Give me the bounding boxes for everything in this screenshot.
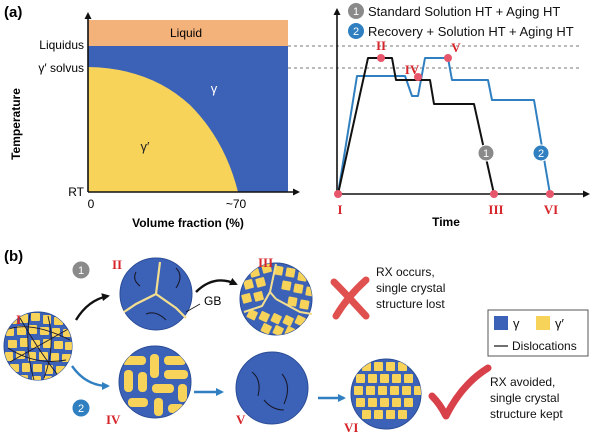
microstructure-V xyxy=(235,351,309,425)
svg-text:2: 2 xyxy=(538,148,544,160)
panel-b-tag: (b) xyxy=(4,248,23,265)
gamma-prime-legend-label: γ′ xyxy=(555,316,565,331)
legend-item-2: 2 Recovery + Solution HT + Aging HT xyxy=(348,23,574,39)
route2-outcome-line2: single crystal xyxy=(490,391,559,405)
microstructure-IV xyxy=(118,345,192,419)
liquidus-tick: Liquidus xyxy=(39,38,84,52)
phase-x-label: Volume fraction (%) xyxy=(132,216,244,230)
point-V xyxy=(444,54,452,62)
legend-text-1: Standard Solution HT + Aging HT xyxy=(368,4,560,19)
phase-diagram: Liquid γ γ′ Liquidus γ′ solvus RT 0 ~70 … xyxy=(9,12,300,230)
cross-icon xyxy=(330,276,370,320)
ht-x-label: Time xyxy=(432,215,460,229)
point-II xyxy=(377,54,385,62)
gamma-prime-swatch xyxy=(536,316,550,330)
route1-outcome-line2: single crystal xyxy=(376,281,445,295)
route1-outcome-line1: RX occurs, xyxy=(376,265,435,279)
svg-text:2: 2 xyxy=(78,403,84,415)
heat-treatment-plot: I II IV V III VI 1 2 Time xyxy=(333,8,590,229)
microstructure-I xyxy=(3,311,73,381)
route1-outcome-line3: structure lost xyxy=(376,297,445,311)
stage-label-II: II xyxy=(112,257,122,272)
gb-label: GB xyxy=(204,294,221,308)
gamma-prime-region xyxy=(88,67,238,192)
dislocations-legend-label: Dislocations xyxy=(512,339,577,353)
route1-arrow-2 xyxy=(195,277,238,293)
legend-badge-2 xyxy=(348,23,364,39)
legend-item-1: 1 Standard Solution HT + Aging HT xyxy=(348,3,560,19)
pt-label-VI: VI xyxy=(544,202,558,217)
route2-arrow-1 xyxy=(71,365,110,390)
route2-outcome-line3: structure kept xyxy=(490,407,563,421)
microstructure-II xyxy=(119,257,193,331)
ht-legend: 1 Standard Solution HT + Aging HT 2 Reco… xyxy=(348,3,574,39)
stage-label-III: III xyxy=(258,255,273,270)
x-tick-0: 0 xyxy=(88,197,95,211)
x-tick-70: ~70 xyxy=(226,197,247,211)
stage-label-V: V xyxy=(236,412,246,427)
liquid-region xyxy=(88,20,288,46)
pt-label-IV: IV xyxy=(405,62,420,77)
route1-curve xyxy=(337,57,495,195)
route2-outcome-line1: RX avoided, xyxy=(490,375,555,389)
svg-text:1: 1 xyxy=(483,148,489,160)
legend-badge-1 xyxy=(348,3,364,19)
point-VI xyxy=(546,190,554,198)
route2-curve xyxy=(337,57,551,195)
route2-outcome: RX avoided, single crystal structure kep… xyxy=(490,375,563,421)
liquid-label: Liquid xyxy=(170,26,202,40)
pt-label-I: I xyxy=(337,202,342,217)
gamma-label: γ xyxy=(211,81,218,96)
solvus-tick: γ′ solvus xyxy=(38,61,84,75)
microstructure-VI xyxy=(350,358,422,430)
point-III xyxy=(490,190,498,198)
pt-label-II: II xyxy=(376,38,386,53)
microstructure-III xyxy=(239,262,313,336)
route1-arrow-1 xyxy=(74,293,110,321)
curve-badge-2: 2 xyxy=(532,144,550,162)
svg-text:1: 1 xyxy=(78,265,84,277)
gb-pointer xyxy=(185,303,201,313)
stage-label-I: I xyxy=(16,312,21,327)
legend-text-2: Recovery + Solution HT + Aging HT xyxy=(368,24,574,39)
point-I xyxy=(334,190,342,198)
route-badge-2: 2 xyxy=(71,398,91,418)
pt-label-III: III xyxy=(488,202,503,217)
gamma-prime-label: γ′ xyxy=(141,139,151,154)
curve-badge-1: 1 xyxy=(477,144,495,162)
point-IV xyxy=(414,73,422,81)
rt-tick: RT xyxy=(68,185,84,199)
phase-y-label: Temperature xyxy=(9,88,23,160)
route1-outcome: RX occurs, single crystal structure lost xyxy=(376,265,445,311)
gamma-legend-label: γ xyxy=(513,316,520,331)
route-badge-1: 1 xyxy=(71,260,91,280)
phase-legend: γ γ′ Dislocations xyxy=(487,309,589,357)
gamma-swatch xyxy=(494,316,508,330)
pt-label-V: V xyxy=(451,40,461,55)
stage-label-IV: IV xyxy=(106,412,121,427)
panel-a-tag: (a) xyxy=(4,4,22,21)
svg-text:1: 1 xyxy=(353,6,359,18)
svg-text:2: 2 xyxy=(353,26,359,38)
check-icon xyxy=(428,364,492,420)
stage-label-VI: VI xyxy=(344,420,358,435)
